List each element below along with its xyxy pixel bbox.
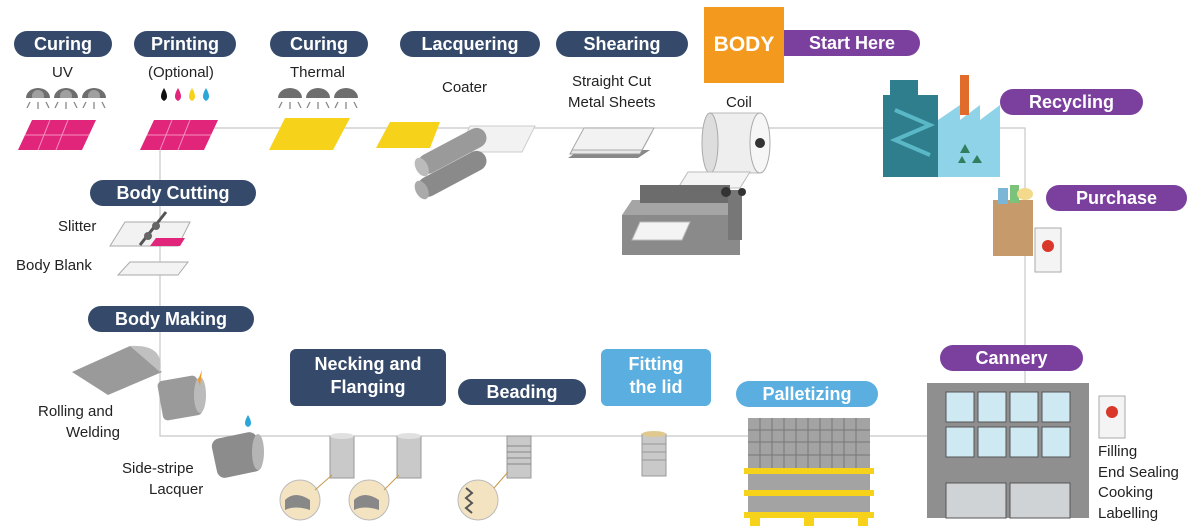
side-stripe-label-2: Lacquer — [149, 481, 204, 498]
start-here-label: Start Here — [784, 30, 920, 56]
grocery-bag-icon — [993, 185, 1062, 273]
shearing-sub-2: Metal Sheets — [568, 94, 656, 111]
beading-can-icon — [457, 435, 532, 521]
lacquering-sub: Coater — [442, 79, 488, 96]
tomato-can-icon — [1098, 395, 1126, 439]
recycling-factory-icon — [883, 75, 1000, 177]
palletizing-pill: Palletizing — [736, 381, 878, 407]
coil-label: Coil — [726, 94, 752, 111]
necking-cans-icon — [279, 433, 422, 521]
rolling-welding-icon — [72, 345, 206, 421]
cannery-step: Labelling — [1098, 504, 1159, 522]
body-label: BODY — [704, 7, 784, 83]
curing-thermal-pill: Curing — [270, 31, 368, 57]
side-stripe-label-1: Side-stripe — [122, 460, 194, 477]
coater-icon — [376, 122, 536, 200]
shearing-sub-1: Straight Cut — [572, 73, 652, 90]
necking-flanging-pill: Necking and Flanging — [290, 349, 446, 406]
slitter-icon — [109, 211, 191, 247]
cannery-steps-list: Filling End Sealing Cooking Labelling — [1098, 442, 1179, 524]
necking-title-2: Flanging — [330, 377, 406, 397]
uv-lamps-icon — [26, 88, 106, 109]
cannery-step: Filling — [1098, 443, 1138, 460]
thermal-sheet-icon — [269, 118, 350, 150]
fitting-title-1: Fitting — [628, 354, 684, 374]
shearing-machine-icon — [622, 171, 751, 255]
uv-sheet-icon — [18, 119, 96, 151]
cannery-pill: Cannery — [940, 345, 1083, 371]
shearing-pill: Shearing — [556, 31, 688, 57]
lid-can-icon — [641, 431, 667, 477]
rolling-label-1: Rolling and — [38, 403, 114, 420]
fitting-lid-pill: Fitting the lid — [601, 349, 711, 406]
slitter-label: Slitter — [58, 218, 97, 235]
pallet-icon — [744, 418, 874, 526]
cannery-building-icon — [927, 383, 1089, 519]
metal-sheets-icon — [568, 127, 655, 158]
rolling-label-2: Welding — [66, 424, 120, 441]
body-blank-icon — [116, 261, 190, 276]
printing-pill: Printing — [134, 31, 236, 57]
body-making-pill: Body Making — [88, 306, 254, 332]
beading-pill: Beading — [458, 379, 586, 405]
printing-sub: (Optional) — [148, 64, 214, 81]
curing-thermal-sub: Thermal — [290, 64, 346, 81]
coil-icon — [701, 112, 771, 174]
printed-sheet-icon — [140, 119, 218, 151]
fitting-title-2: the lid — [629, 377, 683, 397]
cannery-step: End Sealing — [1098, 463, 1179, 481]
necking-title-1: Necking and — [314, 354, 422, 374]
thermal-lamps-icon — [278, 88, 358, 109]
curing-uv-pill: Curing — [14, 31, 112, 57]
body-cutting-pill: Body Cutting — [90, 180, 256, 206]
body-blank-label: Body Blank — [16, 257, 92, 274]
curing-uv-sub: UV — [52, 64, 73, 81]
recycling-pill: Recycling — [1000, 89, 1143, 115]
cannery-step: Cooking — [1098, 484, 1154, 501]
side-stripe-icon — [211, 415, 264, 478]
ink-drops-icon — [161, 88, 209, 101]
lacquering-pill: Lacquering — [400, 31, 540, 57]
purchase-pill: Purchase — [1046, 185, 1187, 211]
